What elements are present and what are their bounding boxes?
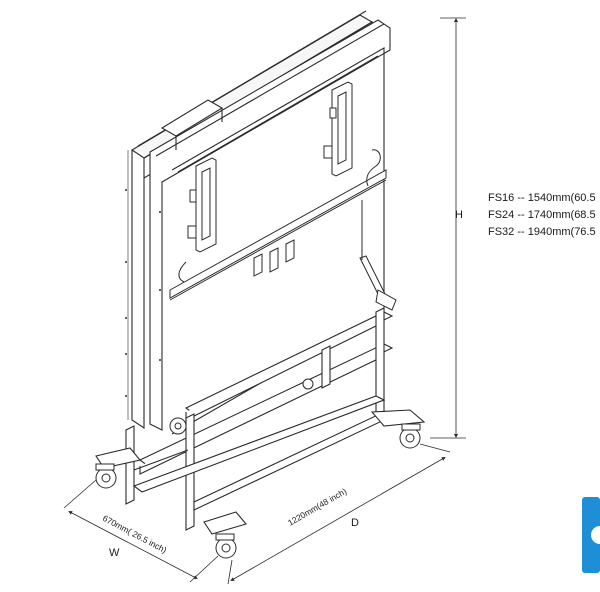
spec-fs32: FS32 -- 1940mm(76.5 [488, 226, 596, 238]
dimension-lines [63, 17, 466, 585]
height-spec-list: FS16 -- 1540mm(60.5 FS24 -- 1740mm(68.5 … [488, 192, 596, 238]
spec-fs24: FS24 -- 1740mm(68.5 [488, 209, 596, 221]
width-label: W [109, 547, 120, 559]
spec-fs16: FS16 -- 1540mm(60.5 [488, 192, 596, 204]
blue-badge [582, 497, 600, 573]
cross-rail [169, 169, 387, 301]
depth-value: 1220mm(48 inch) [286, 486, 348, 528]
support-strut [178, 149, 397, 311]
hinge-brackets [187, 81, 353, 253]
height-label: H [455, 209, 463, 221]
depth-label: D [351, 517, 359, 529]
base-frame [95, 307, 426, 535]
panel-dots [125, 189, 161, 397]
folded-panel [127, 10, 391, 435]
